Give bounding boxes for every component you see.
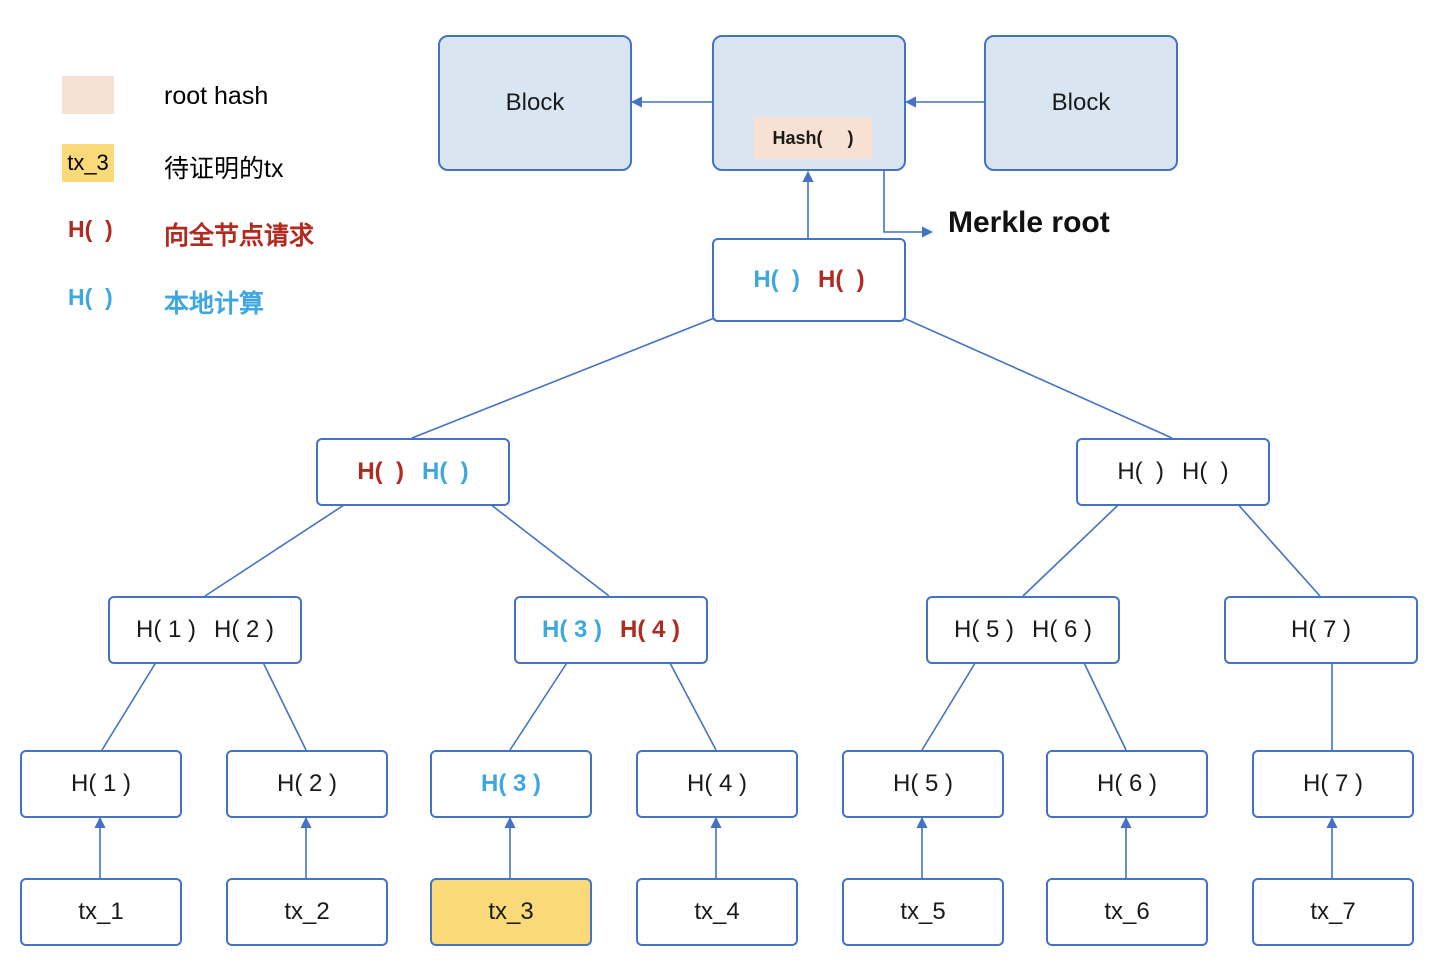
tx-7: tx_7 <box>1252 878 1414 946</box>
level1-12-a: H( 1 ) <box>136 616 196 643</box>
block-left: Block <box>438 35 632 171</box>
tx-1-label: tx_1 <box>78 898 124 925</box>
level1-node-34: H( 3 ) H( 4 ) <box>514 596 708 664</box>
edge-n12-l2left <box>204 487 371 597</box>
merkle-root-label: Merkle root <box>948 206 1110 239</box>
level1-56-b: H( 6 ) <box>1032 616 1092 643</box>
leaf-hash-6: H( 6 ) <box>1046 750 1208 818</box>
level1-12-b: H( 2 ) <box>214 616 274 643</box>
block-right: Block <box>984 35 1178 171</box>
leaf-hash-3: H( 3 ) <box>430 750 592 818</box>
tx-4-label: tx_4 <box>694 898 740 925</box>
leaf-hash-7-label: H( 7 ) <box>1303 770 1363 797</box>
legend-tx-swatch: tx_3 <box>62 144 114 182</box>
leaf-hash-5-label: H( 5 ) <box>893 770 953 797</box>
root-node: H( ) H( ) <box>712 238 906 322</box>
level2-right-a: H( ) <box>1117 458 1164 485</box>
level2-left-b: H( ) <box>422 458 469 485</box>
root-node-left-hash: H( ) <box>753 266 800 293</box>
leaf-hash-1: H( 1 ) <box>20 750 182 818</box>
level2-right-b: H( ) <box>1182 458 1229 485</box>
tx-3-proven: tx_3 <box>430 878 592 946</box>
level2-left-node: H( ) H( ) <box>316 438 510 506</box>
level1-node-7: H( 7 ) <box>1224 596 1418 664</box>
tx-6-label: tx_6 <box>1104 898 1150 925</box>
block-left-label: Block <box>505 89 565 116</box>
leaf-hash-2: H( 2 ) <box>226 750 388 818</box>
level1-34-a: H( 3 ) <box>542 616 602 643</box>
leaf-hash-7: H( 7 ) <box>1252 750 1414 818</box>
block-header-hash: Hash( ) <box>754 117 872 159</box>
tx-7-label: tx_7 <box>1310 898 1356 925</box>
level2-right-node: H( ) H( ) <box>1076 438 1270 506</box>
legend-remote-sample: H( ) <box>68 216 113 242</box>
legend-root-hash-text: root hash <box>164 82 269 110</box>
tx-1: tx_1 <box>20 878 182 946</box>
level1-56-a: H( 5 ) <box>954 616 1014 643</box>
legend-local-sample: H( ) <box>68 284 113 310</box>
leaf-hash-6-label: H( 6 ) <box>1097 770 1157 797</box>
level1-34-b: H( 4 ) <box>620 616 680 643</box>
edge-h3-n34 <box>509 651 575 751</box>
legend-tx-text: 待证明的tx <box>164 155 284 183</box>
tx-6: tx_6 <box>1046 878 1208 946</box>
leaf-hash-1-label: H( 1 ) <box>71 770 131 797</box>
legend-local-text: 本地计算 <box>164 290 265 318</box>
level1-7: H( 7 ) <box>1291 616 1351 643</box>
edge-n56-l2right <box>1022 487 1137 597</box>
root-node-right-hash: H( ) <box>818 266 865 293</box>
tx-2-label: tx_2 <box>284 898 330 925</box>
leaf-hash-4-label: H( 4 ) <box>687 770 747 797</box>
tx-4: tx_4 <box>636 878 798 946</box>
level2-left-a: H( ) <box>357 458 404 485</box>
tx-3-label: tx_3 <box>488 898 534 925</box>
tx-5-label: tx_5 <box>900 898 946 925</box>
leaf-hash-4: H( 4 ) <box>636 750 798 818</box>
level1-node-12: H( 1 ) H( 2 ) <box>108 596 302 664</box>
tx-2: tx_2 <box>226 878 388 946</box>
tx-5: tx_5 <box>842 878 1004 946</box>
leaf-hash-5: H( 5 ) <box>842 750 1004 818</box>
leaf-hash-2-label: H( 2 ) <box>277 770 337 797</box>
legend-tx-sample: tx_3 <box>67 150 109 175</box>
leaf-hash-3-label: H( 3 ) <box>481 770 541 797</box>
legend-remote-text: 向全节点请求 <box>164 222 315 250</box>
block-right-label: Block <box>1051 89 1111 116</box>
level1-node-56: H( 5 ) H( 6 ) <box>926 596 1120 664</box>
legend-root-hash-swatch <box>62 76 114 114</box>
